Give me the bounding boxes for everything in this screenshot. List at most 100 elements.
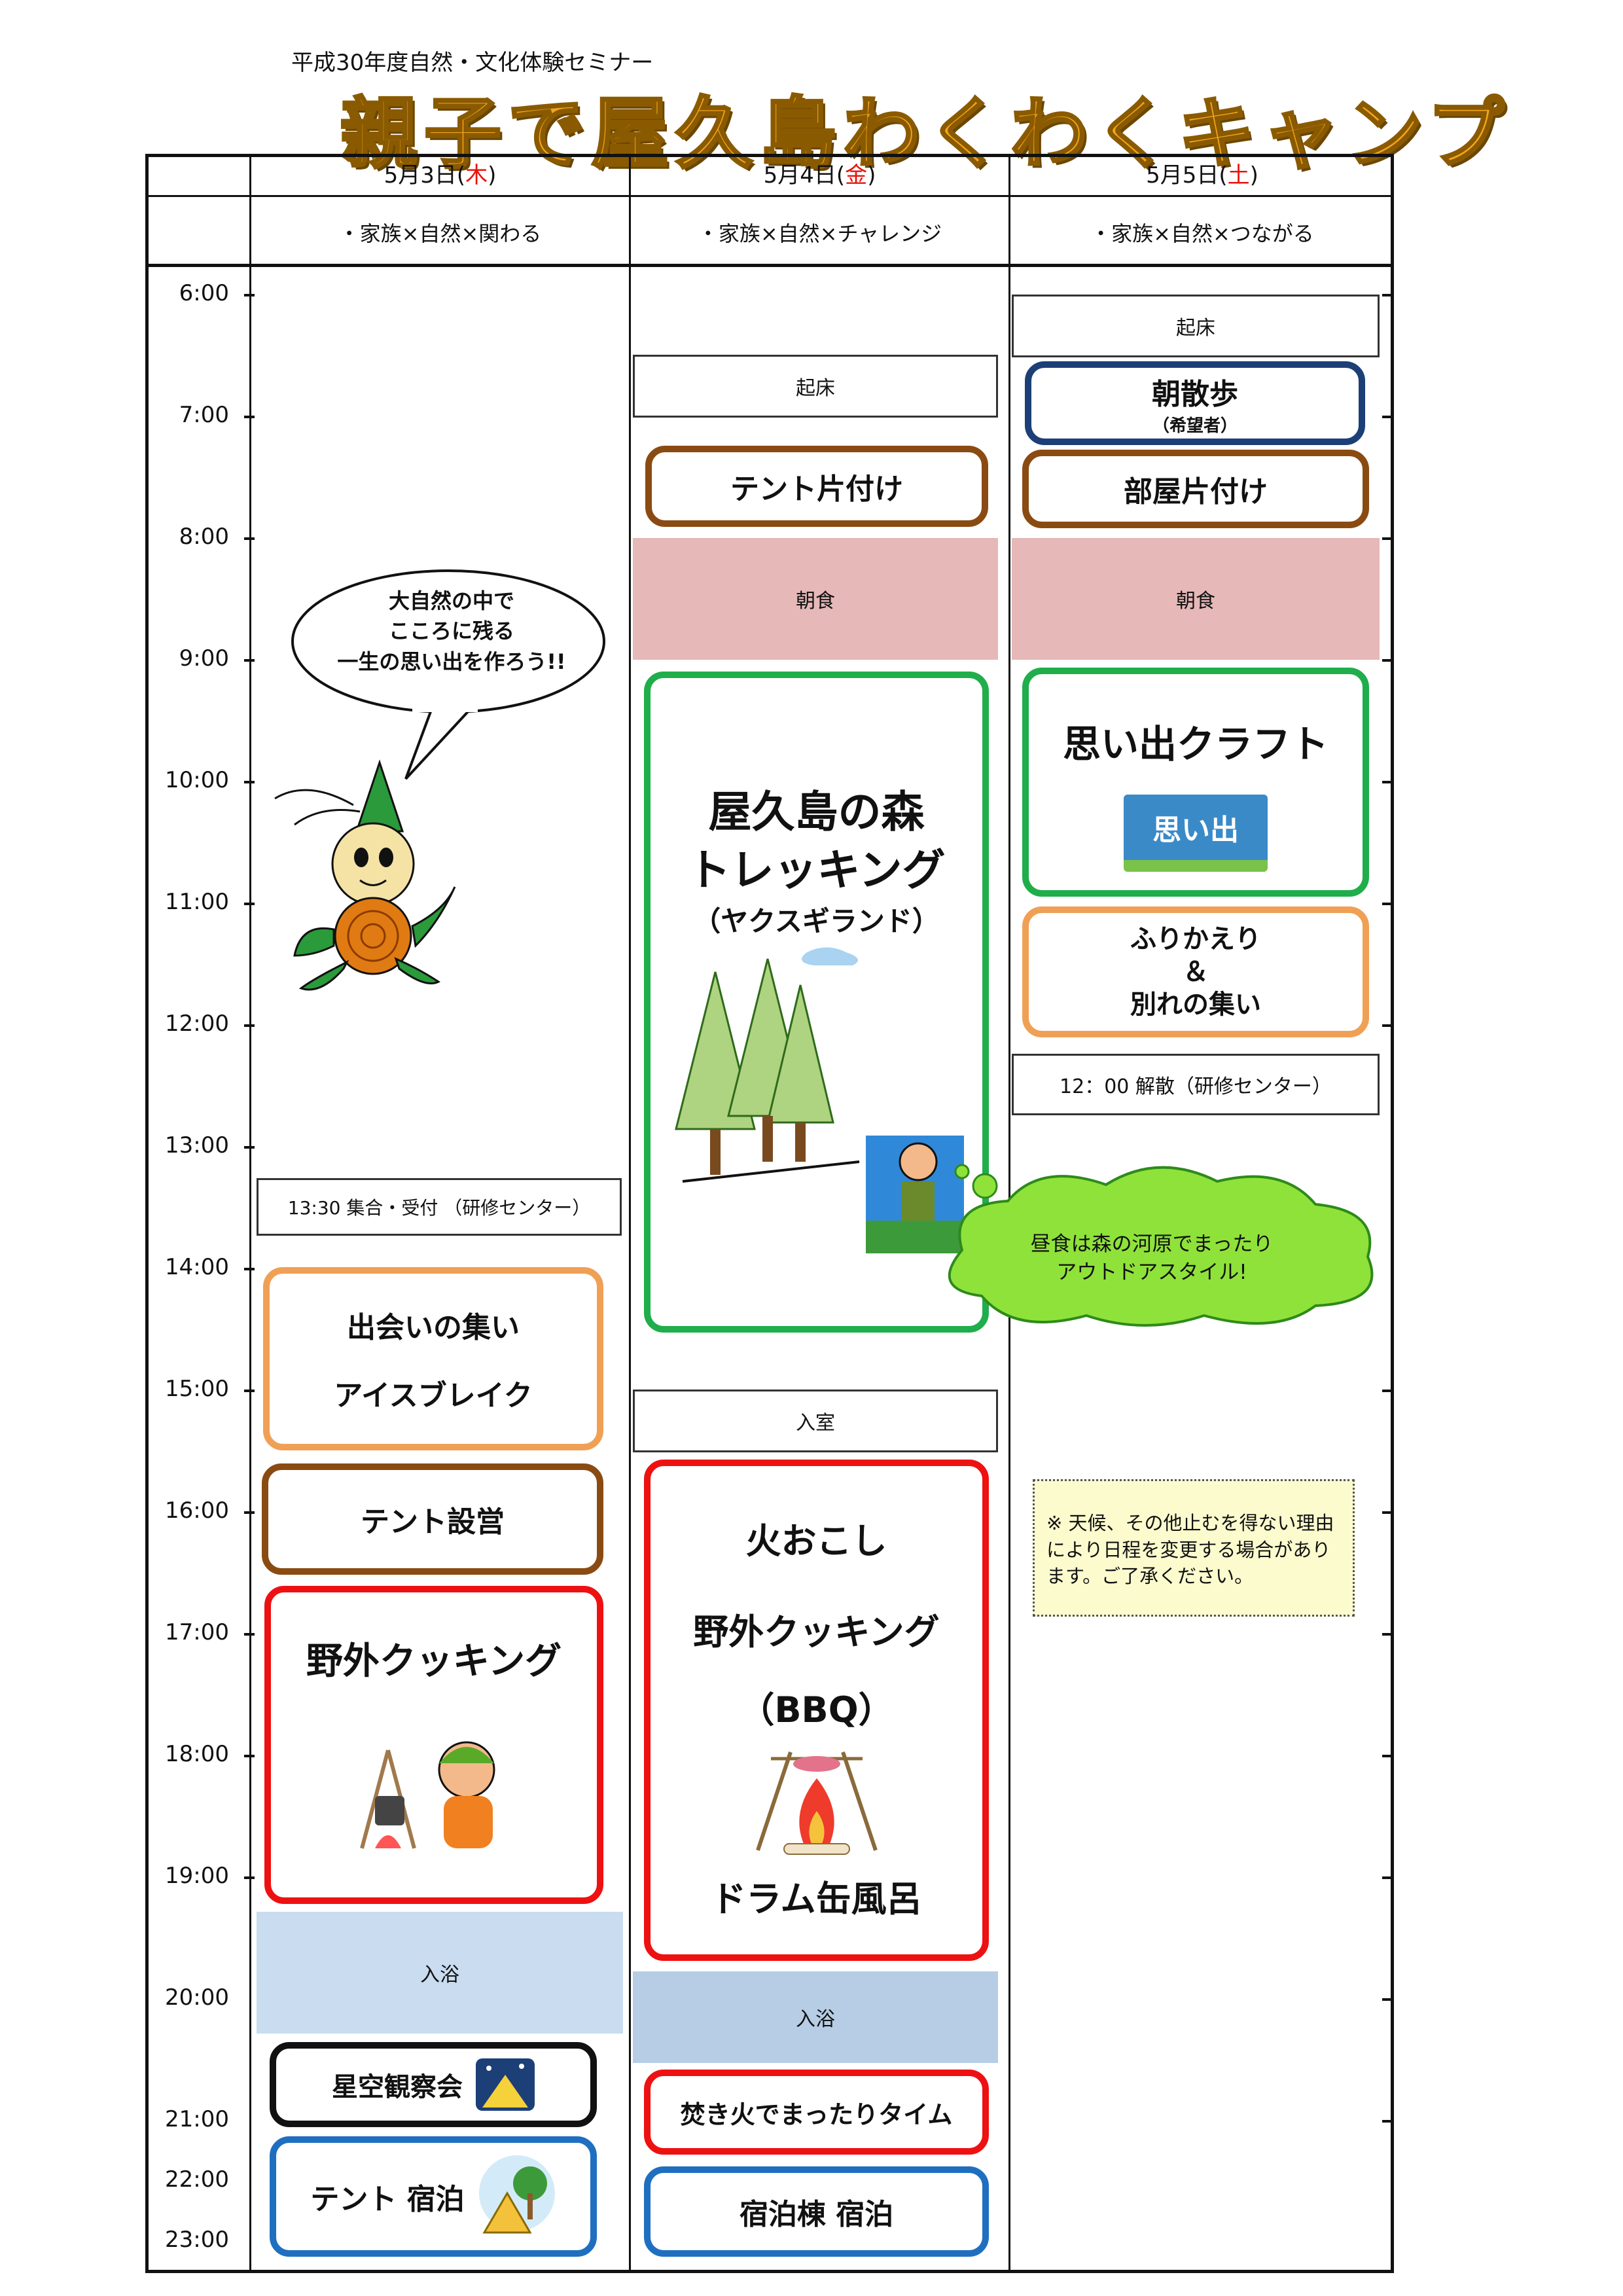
wake-up-day2: 起床 [633,355,998,418]
time-tick [244,1511,255,1514]
gather-reception: 13:30 集合・受付 （研修センター） [257,1178,622,1236]
review-label: ふりかえり [1130,924,1261,954]
day-theme-1: ・家族×自然×関わる [338,221,542,246]
row-divider [145,195,1394,197]
lodge-stay-box: 宿泊棟 宿泊 [644,2166,989,2257]
dismissal-notice: 12：00 解散（研修センター） [1012,1054,1380,1115]
lunch-note: 昼食は森の河原でまったり アウトドアスタイル! [1030,1232,1274,1285]
speech-text: 大自然の中で こころに残る 一生の思い出を作ろう!! [337,588,566,674]
time-tick [244,903,255,905]
time-tick [1382,781,1393,783]
day-paren: ) [1249,162,1258,188]
column-divider [629,154,631,2273]
breakfast-block-day2: 朝食 [633,538,998,660]
trekking-location: （ヤクスギランド） [693,905,940,938]
time-tick [244,1633,255,1636]
camp-tent-icon [478,2155,555,2234]
time-label: 15:00 [165,1376,229,1402]
day-header-2: 5月4日(金) [631,157,1008,189]
schedule-change-notice: ※ 天候、その他止むを得ない理由により日程を変更する場合があります。ご了承くださ… [1033,1479,1355,1617]
bath-label: 入浴 [420,1964,459,1986]
trekking-title-2: トレッキング [687,845,946,896]
time-tick [1382,1633,1393,1636]
time-tick [1382,1998,1393,2001]
lodge-stay-label: 宿泊棟 宿泊 [739,2198,894,2231]
outdoor-cooking-label: 野外クッキング [306,1640,562,1683]
time-tick [1382,1876,1393,1879]
breakfast-label: 朝食 [1176,590,1215,613]
star-tent-icon [476,2058,535,2111]
time-label: 22:00 [165,2166,229,2193]
tent-stay-box: テント 宿泊 [270,2136,597,2257]
review-farewell-box: ふりかえり ＆ 別れの集い [1022,906,1369,1037]
time-label: 16:00 [165,1498,229,1524]
cooking-boy-icon [360,1741,495,1849]
day-theme-2: ・家族×自然×チャレンジ [697,221,942,246]
time-label: 13:00 [165,1132,229,1158]
time-label: 17:00 [165,1619,229,1645]
time-label: 9:00 [179,645,229,672]
time-tick [1382,1511,1393,1514]
time-label: 7:00 [179,402,229,428]
time-tick [244,1876,255,1879]
stargazing-label: 星空観察会 [332,2072,463,2102]
day-paren: ) [488,162,497,188]
time-label: 19:00 [165,1863,229,1889]
time-tick [244,1146,255,1149]
meeting-box: 出会いの集い アイスブレイク [263,1267,603,1450]
time-tick [244,416,255,418]
time-label: 12:00 [165,1011,229,1037]
breakfast-label: 朝食 [796,590,835,613]
page-title: 親子で屋久島わくわくキャンプ [339,87,1511,180]
bath-block-day2: 入浴 [633,1971,998,2063]
day-weekday: 金 [845,162,868,188]
meeting-label: 出会いの集い [347,1311,520,1344]
time-tick [244,1390,255,1392]
time-tick [1382,659,1393,662]
tent-stay-label: テント 宿泊 [310,2183,465,2216]
time-tick [1382,294,1393,296]
bbq-label: （BBQ） [739,1689,894,1731]
ampersand-label: ＆ [1183,957,1209,987]
day-date: 5月5日( [1146,162,1228,188]
day-date: 5月4日( [763,162,846,188]
lunch-cloud [948,1164,1374,1327]
time-tick [1382,1024,1393,1027]
room-cleanup-label: 部屋片付け [1124,475,1268,509]
time-label: 8:00 [179,524,229,550]
day-header-3: 5月5日(土) [1010,157,1394,189]
time-label: 14:00 [165,1254,229,1280]
time-tick [244,659,255,662]
time-tick [1382,903,1393,905]
day-date: 5月3日( [383,162,466,188]
tent-cleanup-box: テント片付け [645,446,988,527]
time-tick [244,1755,255,1757]
tent-setup-label: テント設営 [361,1505,505,1539]
bath-block-day1: 入浴 [257,1912,623,2034]
time-tick [244,1024,255,1027]
time-label: 11:00 [165,889,229,915]
time-tick [1382,1755,1393,1757]
time-tick [1382,1390,1393,1392]
time-tick [244,1268,255,1270]
outdoor-cooking-box: 野外クッキング [264,1586,603,1904]
memory-craft-box: 思い出クラフト 思い出 [1022,668,1369,897]
drum-bath-label: ドラム缶風呂 [711,1878,922,1920]
wake-up-day3: 起床 [1012,295,1380,357]
bbq-cooking-box: 火おこし 野外クッキング （BBQ） ドラム缶風呂 [644,1460,989,1961]
memory-craft-badge: 思い出 [1124,795,1268,872]
bath-label: 入浴 [796,2008,835,2031]
breakfast-block-day3: 朝食 [1012,538,1380,660]
room-entry-day2: 入室 [633,1390,998,1452]
campfire-icon [755,1751,878,1855]
time-label: 20:00 [165,1984,229,2011]
forest-trekking-box: 屋久島の森 トレッキング （ヤクスギランド） [644,672,989,1333]
day-weekday: 土 [1227,162,1250,188]
column-divider [249,154,251,2273]
row-divider [145,264,1394,267]
time-tick [244,781,255,783]
time-label: 10:00 [165,767,229,793]
time-label: 23:00 [165,2227,229,2253]
tent-cleanup-label: テント片付け [730,473,903,506]
mascot-illustration [274,759,456,991]
